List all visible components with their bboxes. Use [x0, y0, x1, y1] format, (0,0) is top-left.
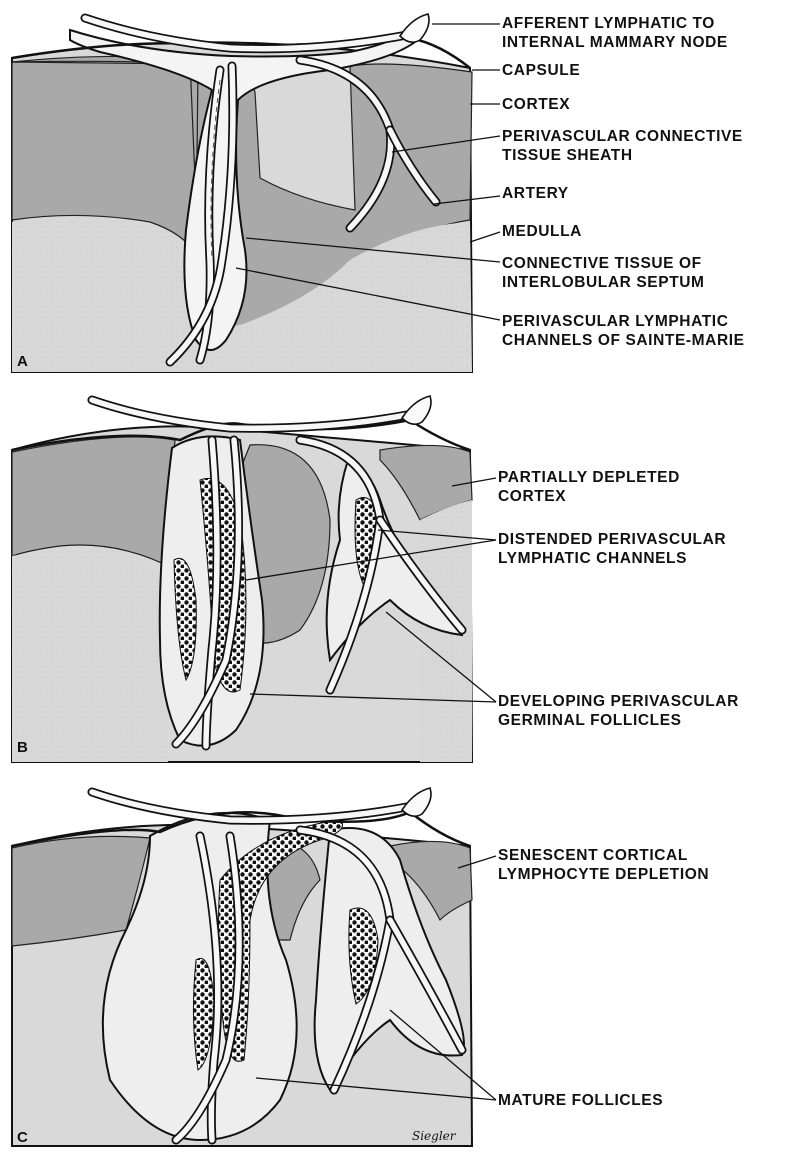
- label-mature-follicles: MATURE FOLLICLES: [498, 1092, 663, 1109]
- panel-b: B: [12, 396, 472, 762]
- label-senescent-depletion: SENESCENT CORTICAL LYMPHOCYTE DEPLETION: [498, 847, 709, 883]
- panel-b-letter: B: [17, 739, 28, 756]
- label-sainte-marie-channels: PERIVASCULAR LYMPHATIC CHANNELS OF SAINT…: [502, 313, 745, 349]
- afferent-lymphatic-valve-c: [402, 788, 431, 816]
- afferent-lymphatic-valve: [400, 14, 429, 42]
- panel-a: A: [12, 14, 472, 372]
- panel-c-letter: C: [17, 1129, 28, 1146]
- labels: AFFERENT LYMPHATIC TO INTERNAL MAMMARY N…: [498, 15, 748, 1109]
- panel-a-letter: A: [17, 353, 28, 370]
- label-artery: ARTERY: [502, 185, 569, 202]
- label-partially-depleted-cortex: PARTIALLY DEPLETED CORTEX: [498, 469, 685, 505]
- artist-signature: Siegler: [412, 1129, 457, 1143]
- label-capsule: CAPSULE: [502, 62, 580, 79]
- label-cortex: CORTEX: [502, 96, 570, 113]
- label-medulla: MEDULLA: [502, 223, 582, 240]
- panel-c: C Siegler: [12, 788, 472, 1146]
- label-interlobular-septum: CONNECTIVE TISSUE OF INTERLOBULAR SEPTUM: [502, 255, 707, 291]
- label-perivascular-sheath: PERIVASCULAR CONNECTIVE TISSUE SHEATH: [502, 128, 748, 164]
- label-afferent-lymphatic: AFFERENT LYMPHATIC TO INTERNAL MAMMARY N…: [502, 15, 728, 51]
- label-distended-channels: DISTENDED PERIVASCULAR LYMPHATIC CHANNEL…: [498, 531, 731, 567]
- afferent-lymphatic-valve-b: [402, 396, 431, 424]
- label-developing-follicles: DEVELOPING PERIVASCULAR GERMINAL FOLLICL…: [498, 693, 744, 729]
